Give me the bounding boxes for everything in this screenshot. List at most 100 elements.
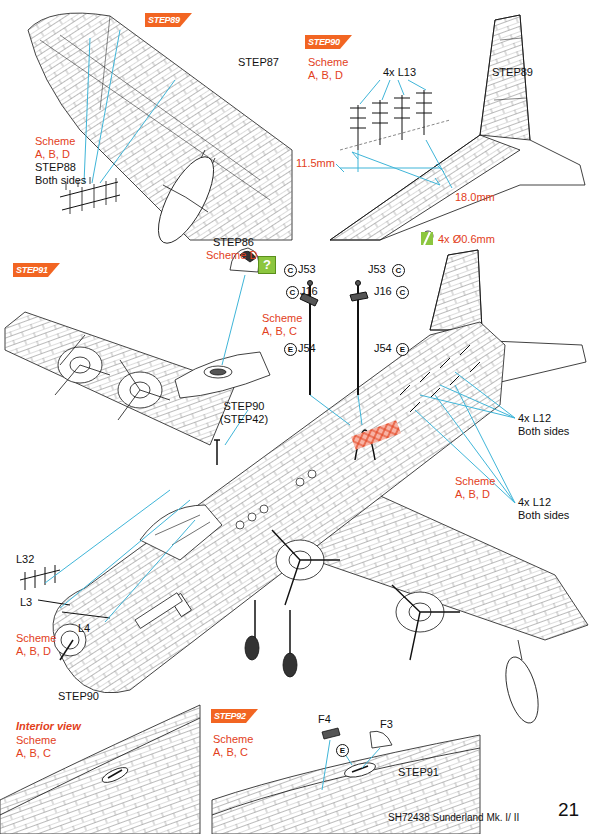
callout-label: A, B, D xyxy=(308,69,343,82)
step-banner-label: STEP90 xyxy=(308,36,340,48)
line-art xyxy=(360,80,426,104)
line-art xyxy=(140,505,222,560)
line-art xyxy=(308,470,316,478)
callout-label: Scheme xyxy=(262,312,302,325)
callout-label: A, B, C xyxy=(262,325,297,338)
callout-label: STEP89 xyxy=(492,66,533,79)
callout-label: J16 xyxy=(374,285,392,298)
line-art xyxy=(372,100,388,145)
line-art xyxy=(362,748,380,768)
line-art xyxy=(211,709,258,723)
wing-underside-view xyxy=(28,13,292,251)
line-art xyxy=(0,705,200,834)
line-art xyxy=(245,636,259,660)
line-art xyxy=(416,90,432,135)
line-art xyxy=(55,335,110,395)
callout-label: STEP90 (STEP42) xyxy=(216,400,272,426)
leader-line xyxy=(222,275,245,365)
line-art xyxy=(272,530,340,605)
line-art xyxy=(352,152,440,185)
callout-label: SH72438 Sunderland Mk. I/ II xyxy=(388,811,519,824)
callout-label: A, B, D xyxy=(35,148,70,161)
callout-label: J54 xyxy=(298,342,316,355)
line-art xyxy=(100,765,130,786)
callout-label: A, B, C xyxy=(213,746,248,759)
step-banner-label: STEP91 xyxy=(16,264,48,276)
paint-code: E xyxy=(284,343,297,356)
step-banner-label: STEP92 xyxy=(214,710,246,722)
line-art xyxy=(370,731,392,748)
paint-code: C xyxy=(392,264,405,277)
line-art xyxy=(352,766,368,772)
line-art xyxy=(84,38,90,183)
line-art xyxy=(145,13,192,27)
line-art xyxy=(28,13,292,240)
line-art xyxy=(336,150,444,172)
callout-label: Scheme xyxy=(213,733,253,746)
line-art xyxy=(350,292,368,301)
line-art xyxy=(0,718,200,815)
aircraft-main-view xyxy=(5,250,588,726)
line-art xyxy=(415,385,515,503)
tail-view xyxy=(330,15,585,241)
antenna-array xyxy=(20,345,480,618)
line-art xyxy=(20,565,60,590)
line-art xyxy=(394,95,410,140)
callout-label: Both sides xyxy=(35,174,86,187)
line-art xyxy=(61,631,79,649)
paint-code: C xyxy=(284,264,297,277)
callout-label: F4 xyxy=(318,713,331,726)
red-hatch-area xyxy=(351,420,401,450)
callout-label: Scheme xyxy=(455,475,495,488)
part-drawing xyxy=(300,281,368,396)
callout-label: A, B, C xyxy=(16,747,51,760)
antenna-mast xyxy=(350,90,432,150)
line-art xyxy=(175,352,270,398)
line-art xyxy=(330,15,585,240)
callout-label: J53 xyxy=(298,263,316,276)
leader-line xyxy=(45,372,515,622)
callout-label: Scheme xyxy=(35,135,75,148)
line-art xyxy=(305,35,352,49)
callout-label: L32 xyxy=(16,553,34,566)
paint-code: C xyxy=(396,286,409,299)
line-art xyxy=(248,513,256,521)
callout-label: L4 xyxy=(78,622,90,635)
callout-label: Scheme xyxy=(308,56,348,69)
line-art xyxy=(343,760,377,780)
line-art xyxy=(108,770,122,778)
line-art xyxy=(322,740,330,790)
line-art xyxy=(148,149,225,251)
line-art xyxy=(210,369,226,375)
leader-line xyxy=(322,740,380,790)
callout-label: Both sides xyxy=(518,509,569,522)
step-banner-label: STEP89 xyxy=(148,14,180,26)
line-art xyxy=(308,281,313,286)
line-art xyxy=(53,322,505,693)
drill-icon xyxy=(421,232,433,245)
callout-label: 4x L12 xyxy=(518,496,551,509)
callout-label: Scheme D xyxy=(206,249,257,262)
dimension-line xyxy=(336,80,452,188)
callout-label: A, B, D xyxy=(16,645,51,658)
line-art xyxy=(163,185,208,212)
line-art xyxy=(420,372,515,418)
line-art xyxy=(310,395,362,425)
line-art xyxy=(135,593,182,629)
callout-label: Interior view xyxy=(16,720,81,733)
callout-label: J54 xyxy=(374,342,392,355)
line-art xyxy=(340,120,450,150)
line-art xyxy=(13,263,60,277)
line-art xyxy=(155,515,210,545)
callout-label: 4x L13 xyxy=(383,66,416,79)
callout-label: STEP86 xyxy=(213,236,254,249)
line-art xyxy=(60,182,120,210)
callout-label: A, B, D xyxy=(455,488,490,501)
line-art xyxy=(392,585,460,660)
paint-code: E xyxy=(396,343,409,356)
callout-label: 11.5mm xyxy=(296,157,335,170)
line-art xyxy=(60,640,73,660)
line-art xyxy=(424,232,430,245)
callout-label: L3 xyxy=(20,596,32,609)
